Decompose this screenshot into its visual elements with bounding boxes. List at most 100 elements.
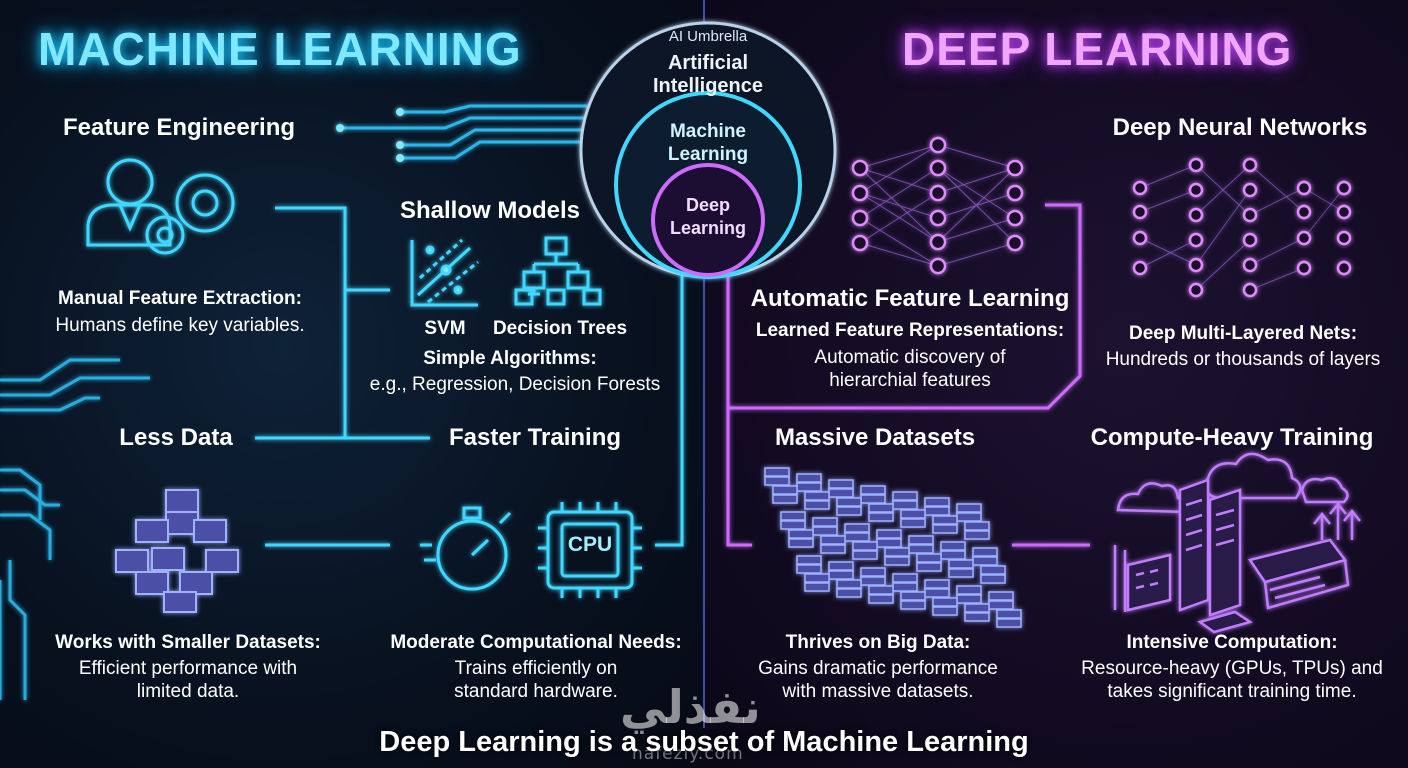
- server-unit: [956, 512, 982, 522]
- machine-learning-title: MACHINE LEARNING: [38, 23, 522, 75]
- server-unit: [956, 585, 982, 595]
- server-unit: [940, 550, 966, 560]
- server-unit: [844, 532, 870, 542]
- artificial-intelligence-label: Artificial Intelligence: [652, 52, 764, 97]
- feature-engineering-subheading: Manual Feature Extraction:: [58, 288, 302, 309]
- feature-engineering-description: Humans define key variables.: [55, 315, 305, 336]
- server-unit: [900, 591, 926, 601]
- less-data-description: Efficient performance with limited data.: [78, 658, 298, 702]
- server-unit: [788, 529, 814, 539]
- venn-deep-learning-label: Deep Learning: [669, 195, 746, 238]
- server-unit: [844, 523, 870, 533]
- stopwatch-icon: [420, 506, 512, 591]
- server-unit: [964, 612, 990, 622]
- server-unit: [876, 538, 902, 548]
- server-unit: [796, 473, 822, 483]
- server-unit: [916, 553, 942, 563]
- compute-heavy-training-description: Resource-heavy (GPUs, TPUs) and takes si…: [1081, 658, 1383, 702]
- server-unit: [828, 488, 854, 498]
- server-unit: [820, 544, 846, 554]
- server-unit: [932, 524, 958, 534]
- server-unit: [892, 582, 918, 592]
- server-unit: [828, 570, 854, 580]
- massive-datasets-subheading: Thrives on Big Data:: [785, 632, 971, 653]
- ml-connector-lines: [255, 206, 684, 547]
- decision-trees-label: Decision Trees: [492, 318, 628, 339]
- massive-datasets-heading: Massive Datasets: [774, 424, 976, 451]
- massive-datasets-description: Gains dramatic performance with massive …: [758, 658, 998, 702]
- circuit-traces-top: [340, 104, 590, 160]
- datacenter-cloud-icon: [1113, 452, 1361, 634]
- server-unit: [764, 467, 790, 477]
- server-unit: [900, 509, 926, 519]
- server-unit: [804, 582, 830, 592]
- deep-neural-networks-heading: Deep Neural Networks: [1112, 114, 1368, 141]
- svm-label: SVM: [424, 318, 466, 339]
- server-unit: [836, 497, 862, 507]
- footer-caption: Deep Learning is a subset of Machine Lea…: [379, 726, 1029, 758]
- server-unit: [836, 506, 862, 516]
- circuit-traces-side: [0, 358, 150, 700]
- large-server-grid-icon: [764, 467, 1022, 628]
- less-data-heading: Less Data: [119, 424, 233, 451]
- faster-training-heading: Faster Training: [448, 424, 622, 451]
- compute-heavy-training-heading: Compute-Heavy Training: [1090, 424, 1374, 451]
- ai-venn-diagram: [579, 21, 837, 279]
- server-unit: [932, 515, 958, 525]
- server-unit: [876, 529, 902, 539]
- server-unit: [924, 506, 950, 516]
- server-unit: [932, 597, 958, 607]
- server-unit: [868, 503, 894, 513]
- server-unit: [924, 497, 950, 507]
- svm-scatter-icon: [410, 238, 479, 307]
- server-unit: [932, 606, 958, 616]
- server-unit: [868, 594, 894, 604]
- server-unit: [916, 562, 942, 572]
- deep-neural-networks-description: Hundreds or thousands of layers: [1105, 349, 1381, 370]
- person-gears-icon: [86, 158, 235, 255]
- server-unit: [940, 541, 966, 551]
- server-unit: [852, 550, 878, 560]
- server-unit: [948, 568, 974, 578]
- server-unit: [900, 518, 926, 528]
- server-unit: [908, 535, 934, 545]
- server-unit: [780, 520, 806, 530]
- server-unit: [924, 579, 950, 589]
- ai-umbrella-caption: AI Umbrella: [668, 28, 748, 45]
- server-unit: [956, 594, 982, 604]
- server-unit: [852, 541, 878, 551]
- server-unit: [964, 603, 990, 613]
- server-unit: [900, 600, 926, 610]
- server-unit: [828, 479, 854, 489]
- server-unit: [796, 482, 822, 492]
- cpu-label: CPU: [567, 533, 613, 556]
- server-unit: [812, 526, 838, 536]
- server-unit: [860, 494, 886, 504]
- automatic-feature-learning-heading: Automatic Feature Learning: [750, 285, 1070, 312]
- server-unit: [788, 538, 814, 548]
- server-unit: [828, 561, 854, 571]
- server-unit: [780, 511, 806, 521]
- automatic-feature-learning-description: Automatic discovery of hierarchial featu…: [814, 347, 1006, 391]
- shallow-models-description: e.g., Regression, Decision Forests: [369, 374, 661, 395]
- deep-learning-title: DEEP LEARNING: [902, 23, 1293, 75]
- server-unit: [796, 564, 822, 574]
- server-unit: [836, 579, 862, 589]
- less-data-subheading: Works with Smaller Datasets:: [55, 632, 321, 653]
- watermark-url: nafezly.com: [632, 744, 744, 764]
- automatic-feature-learning-subheading: Learned Feature Representations:: [755, 320, 1065, 341]
- shallow-models-heading: Shallow Models: [399, 197, 581, 224]
- server-unit: [764, 476, 790, 486]
- server-unit: [972, 556, 998, 566]
- feature-engineering-heading: Feature Engineering: [62, 114, 296, 141]
- server-unit: [996, 618, 1022, 628]
- server-unit: [892, 491, 918, 501]
- small-server-stack-icon: [115, 489, 239, 613]
- server-unit: [884, 556, 910, 566]
- server-unit: [820, 535, 846, 545]
- server-unit: [980, 565, 1006, 575]
- watermark-logo: نفذلي: [620, 680, 761, 734]
- server-unit: [868, 585, 894, 595]
- server-unit: [772, 494, 798, 504]
